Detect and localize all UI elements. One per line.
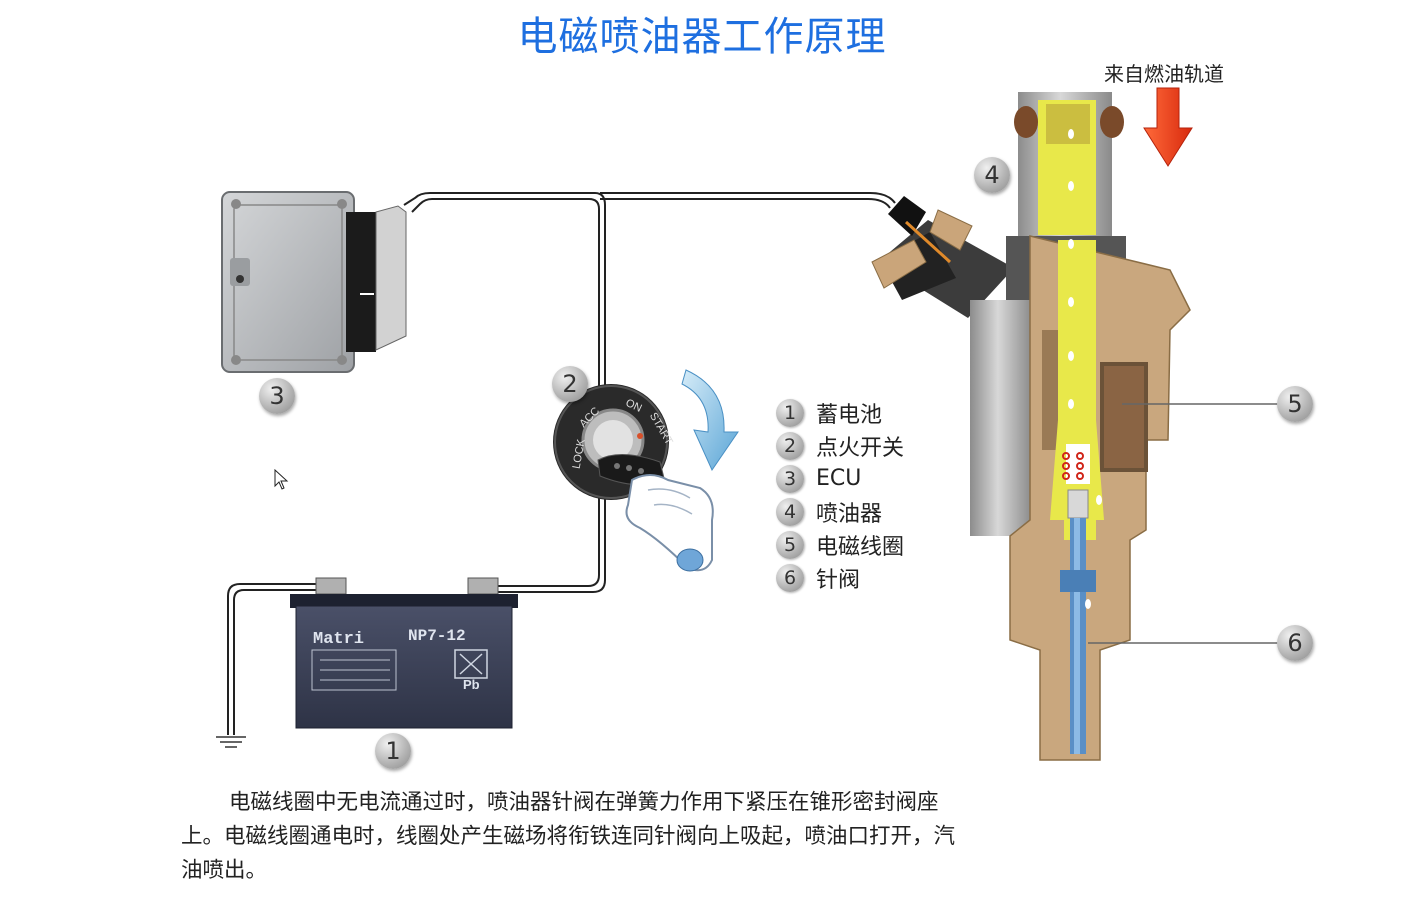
callout-coil: 5 (1277, 386, 1313, 422)
callout-battery: 1 (375, 733, 411, 769)
switch-label-lock: LOCK (571, 438, 588, 470)
description-paragraph: 电磁线圈中无电流通过时，喷油器针阀在弹簧力作用下紧压在锥形密封阀座上。电磁线圈通… (181, 786, 971, 888)
ground-symbol (216, 736, 246, 748)
legend-number: 6 (776, 563, 804, 592)
legend-number: 1 (776, 398, 804, 427)
legend-label: ECU (816, 466, 862, 491)
fuel-arrow (1143, 87, 1193, 167)
battery-unit: Matri NP7-12 Pb (290, 577, 518, 729)
wiring-harness (227, 192, 896, 735)
legend: 1 蓄电池 2 点火开关 3 ECU 4 喷油器 5 电磁线圈 6 针阀 (776, 396, 904, 594)
battery-pb-mark: Pb (463, 677, 480, 692)
legend-label: 喷油器 (816, 501, 883, 527)
legend-item: 2 点火开关 (776, 429, 904, 462)
legend-number: 3 (776, 464, 804, 493)
description-text: 电磁线圈中无电流通过时，喷油器针阀在弹簧力作用下紧压在锥形密封阀座上。电磁线圈通… (181, 790, 956, 883)
legend-number: 5 (776, 530, 804, 559)
ecu-unit (221, 191, 407, 373)
legend-label: 点火开关 (816, 435, 905, 461)
legend-item: 6 针阀 (776, 561, 904, 594)
page-title: 电磁喷油器工作原理 (517, 14, 887, 60)
legend-number: 4 (776, 497, 804, 526)
legend-item: 3 ECU (776, 462, 904, 495)
legend-item: 4 喷油器 (776, 495, 904, 528)
legend-item: 5 电磁线圈 (776, 528, 904, 561)
legend-label: 电磁线圈 (816, 534, 905, 560)
legend-number: 2 (776, 431, 804, 460)
callout-injector: 4 (974, 157, 1010, 193)
battery-brand: Matri (313, 630, 364, 649)
legend-label: 针阀 (816, 567, 861, 593)
mouse-cursor-icon (274, 469, 289, 490)
legend-label: 蓄电池 (816, 402, 883, 428)
callout-needle: 6 (1277, 625, 1313, 661)
injector-illustration (871, 92, 1278, 761)
fuel-rail-label: 来自燃油轨道 (1104, 62, 1224, 86)
callout-ecu: 3 (259, 378, 295, 414)
battery-model: NP7-12 (408, 627, 466, 645)
hand-illustration (625, 474, 714, 572)
ignition-switch: LOCK ACC ON START (553, 384, 675, 500)
turn-arrow (681, 369, 739, 472)
callout-ignition-switch: 2 (552, 366, 588, 402)
legend-item: 1 蓄电池 (776, 396, 904, 429)
